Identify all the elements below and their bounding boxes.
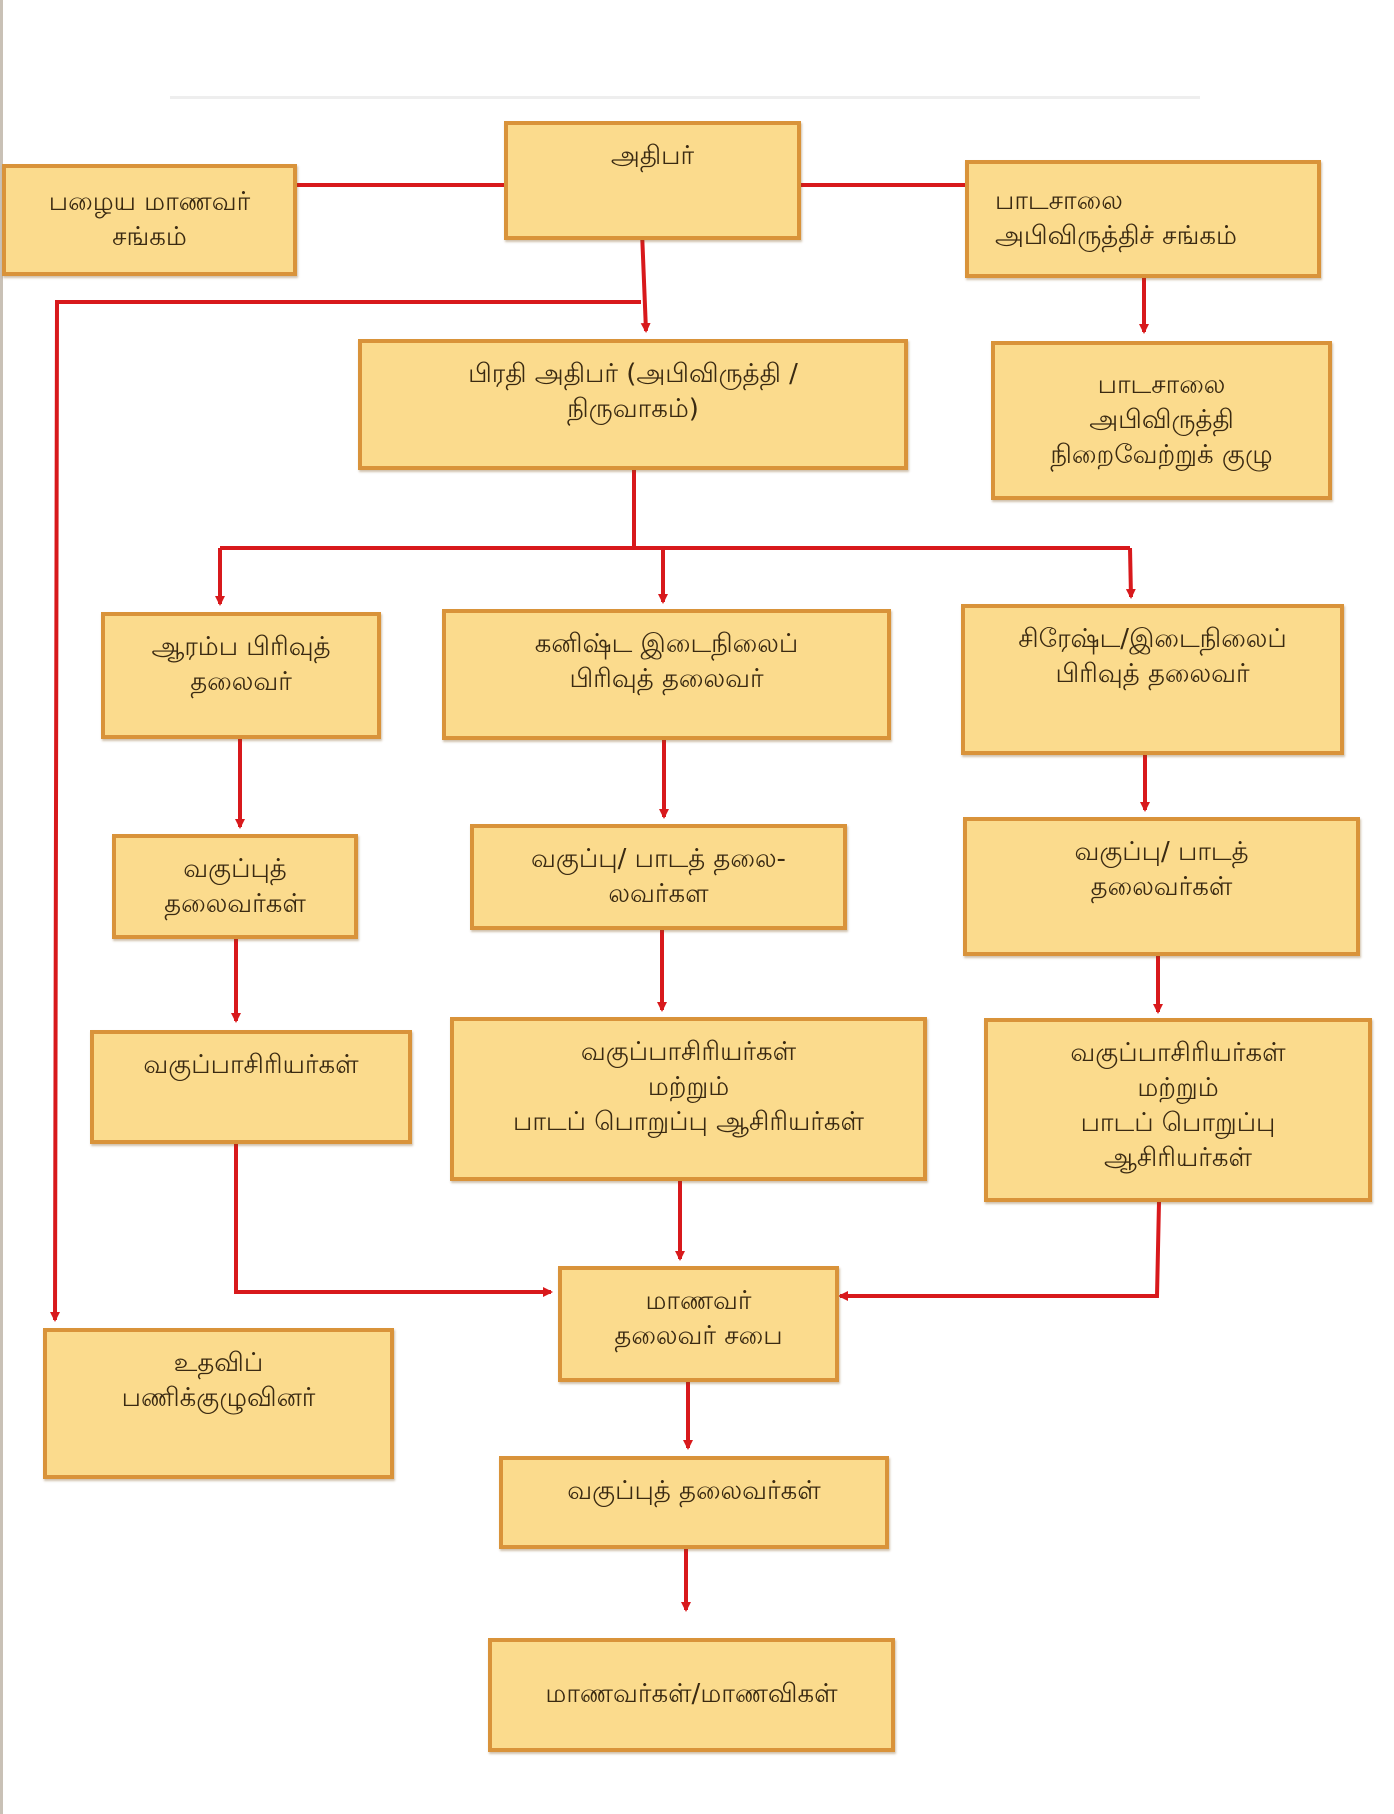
node-primary-grade-heads: வகுப்புத் தலைவர்கள் xyxy=(112,834,358,939)
node-junior-grade-subject-heads: வகுப்பு/ பாடத் தலை- லவர்கள xyxy=(470,824,847,930)
node-support-staff: உதவிப் பணிக்குழுவினர் xyxy=(43,1328,394,1479)
node-class-leaders: வகுப்புத் தலைவர்கள் xyxy=(499,1456,889,1549)
node-senior-secondary-section-head: சிரேஷ்ட/இடைநிலைப் பிரிவுத் தலைவர் xyxy=(961,604,1344,755)
node-deputy-principal: பிரதி அதிபர் (அபிவிருத்தி / நிருவாகம்) xyxy=(358,339,908,470)
node-school-development-executive-committee: பாடசாலை அபிவிருத்தி நிறைவேற்றுக் குழு xyxy=(991,341,1332,500)
left-border-line xyxy=(0,0,3,1814)
node-students: மாணவர்கள்/மாணவிகள் xyxy=(488,1638,895,1752)
arrow-primary-teachers-council xyxy=(234,1144,553,1297)
faded-top-line xyxy=(170,96,1200,99)
node-principal: அதிபர் xyxy=(504,121,801,240)
node-junior-class-subject-teachers: வகுப்பாசிரியர்கள் மற்றும் பாடப் பொறுப்பு… xyxy=(450,1017,927,1181)
node-senior-class-subject-teachers: வகுப்பாசிரியர்கள் மற்றும் பாடப் பொறுப்பு… xyxy=(984,1018,1372,1202)
node-student-leaders-council: மாணவர் தலைவர் சபை xyxy=(558,1266,839,1382)
node-old-students-association: பழைய மாணவர் சங்கம் xyxy=(2,164,297,276)
node-school-development-society: பாடசாலை அபிவிருத்திச் சங்கம் xyxy=(965,160,1321,278)
node-primary-section-head: ஆரம்ப பிரிவுத் தலைவர் xyxy=(101,612,381,739)
node-junior-secondary-section-head: கனிஷ்ட இடைநிலைப் பிரிவுத் தலைவர் xyxy=(442,609,891,740)
node-primary-class-teachers: வகுப்பாசிரியர்கள் xyxy=(90,1030,412,1144)
arrow-principal-support-staff xyxy=(50,300,641,1322)
arrow-to-senior-head xyxy=(1125,547,1136,599)
node-senior-grade-subject-heads: வகுப்பு/ பாடத் தலைவர்கள் xyxy=(963,817,1360,956)
arrow-senior-teachers-council xyxy=(838,1201,1161,1301)
